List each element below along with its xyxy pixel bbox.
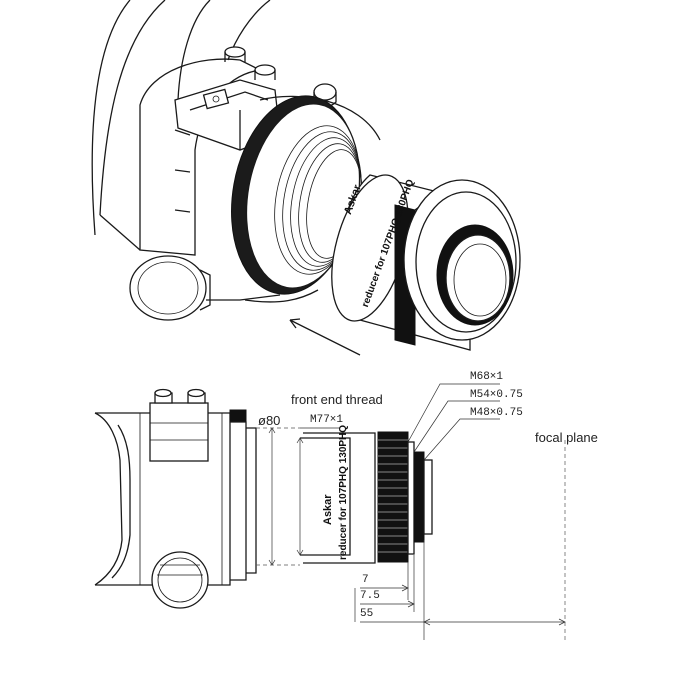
isometric-telescope-view — [91, 0, 521, 356]
product-engraving-side: reducer for 107PHQ 130PHQ — [338, 424, 349, 560]
dimension-55: 55 — [360, 608, 374, 620]
side-elevation-view — [94, 383, 566, 640]
dimension-7-5: 7.5 — [360, 590, 380, 602]
thread-m77-label: M77×1 — [310, 414, 344, 426]
brand-engraving-side: Askar — [322, 494, 334, 525]
focal-plane-label: focal plane — [535, 430, 598, 445]
dimension-7: 7 — [362, 574, 369, 586]
thread-m48-label: M48×0.75 — [470, 407, 523, 419]
thread-m68-label: M68×1 — [470, 371, 504, 383]
front-end-thread-label: front end thread — [291, 392, 383, 407]
thread-m54-label: M54×0.75 — [470, 389, 523, 401]
diameter-label: ø80 — [258, 413, 281, 428]
